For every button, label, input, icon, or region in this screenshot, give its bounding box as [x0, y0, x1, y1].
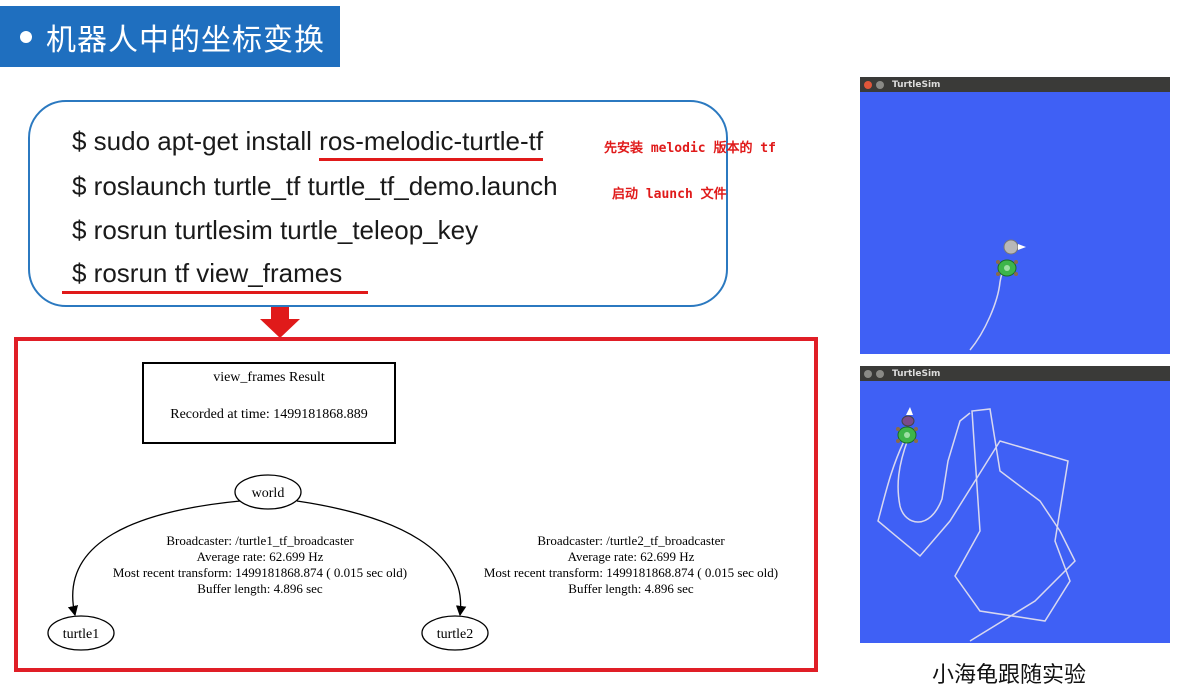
edge1-broadcaster: Broadcaster: /turtle1_tf_broadcaster	[166, 533, 354, 548]
node-turtle2-label: turtle2	[437, 627, 474, 642]
result-recorded-time: Recorded at time: 1499181868.889	[170, 407, 368, 422]
turtlesim-2-canvas	[877, 407, 1076, 642]
turtle-icon	[1003, 239, 1026, 255]
minimize-icon[interactable]	[876, 80, 884, 89]
command-1-highlight: ros-melodic-turtle-tf	[319, 126, 544, 161]
command-2-note: 启动 launch 文件	[612, 187, 727, 202]
command-4-underline	[62, 291, 368, 294]
command-2-text: $ roslaunch turtle_tf turtle_tf_demo.lau…	[72, 171, 558, 201]
down-arrow-icon	[260, 307, 300, 338]
slide-title: 机器人中的坐标变换	[46, 22, 325, 58]
close-icon[interactable]	[864, 369, 872, 378]
node-turtle2	[421, 615, 489, 651]
edge1-buffer: Buffer length: 4.896 sec	[197, 581, 323, 596]
node-turtle1	[47, 615, 115, 651]
turtle-icon	[901, 407, 915, 427]
command-4-text: $ rosrun tf view_frames	[72, 258, 343, 288]
turtlesim-window-2: TurtleSim	[860, 366, 1170, 643]
edge2-buffer: Buffer length: 4.896 sec	[568, 581, 694, 596]
turtle-trail-1	[969, 263, 1011, 351]
turtle-icon	[996, 259, 1018, 277]
command-1-prefix: $ sudo apt-get install	[72, 126, 320, 156]
command-line-1: $ sudo apt-get install ros-melodic-turtl…	[72, 126, 544, 161]
result-header-box	[142, 362, 396, 444]
edge2-rate: Average rate: 62.699 Hz	[568, 549, 695, 564]
turtlesim-2-titlebar: TurtleSim	[860, 366, 1170, 381]
edge2-recent: Most recent transform: 1499181868.874 ( …	[484, 565, 778, 580]
turtlesim-1-canvas	[969, 239, 1026, 351]
node-turtle1-label: turtle1	[63, 627, 100, 642]
edge1-rate: Average rate: 62.699 Hz	[197, 549, 324, 564]
command-3-text: $ rosrun turtlesim turtle_teleop_key	[72, 215, 479, 245]
minimize-icon[interactable]	[876, 369, 884, 378]
edge1-recent: Most recent transform: 1499181868.874 ( …	[113, 565, 407, 580]
turtle-trail-2	[877, 408, 1076, 642]
view-frames-result-panel: view_frames Result Recorded at time: 149…	[14, 337, 818, 672]
turtlesim-1-titlebar: TurtleSim	[860, 77, 1170, 92]
command-line-3: $ rosrun turtlesim turtle_teleop_key	[72, 215, 478, 246]
tf-frame-graph: view_frames Result Recorded at time: 149…	[47, 362, 778, 651]
turtlesim-1-title: TurtleSim	[892, 79, 941, 90]
command-line-2: $ roslaunch turtle_tf turtle_tf_demo.lau…	[72, 171, 558, 202]
close-icon[interactable]	[864, 80, 872, 89]
turtle-follow-caption: 小海龟跟随实验	[932, 663, 1087, 688]
edge-world-turtle1	[67, 500, 241, 617]
edge2-broadcaster: Broadcaster: /turtle2_tf_broadcaster	[537, 533, 725, 548]
edge-world-turtle2	[296, 500, 467, 617]
node-world-label: world	[252, 486, 285, 501]
turtle-trail-3	[897, 412, 971, 523]
turtle-icon	[896, 426, 918, 444]
command-1-note: 先安装 melodic 版本的 tf	[604, 141, 776, 156]
result-box-title: view_frames Result	[213, 370, 325, 385]
slide-title-banner: 机器人中的坐标变换	[0, 6, 340, 67]
bullet-icon	[20, 30, 32, 43]
node-world	[234, 474, 302, 510]
command-box	[28, 100, 728, 307]
turtlesim-2-title: TurtleSim	[892, 368, 941, 379]
turtlesim-window-1: TurtleSim	[860, 77, 1170, 354]
command-line-4: $ rosrun tf view_frames	[72, 258, 342, 289]
